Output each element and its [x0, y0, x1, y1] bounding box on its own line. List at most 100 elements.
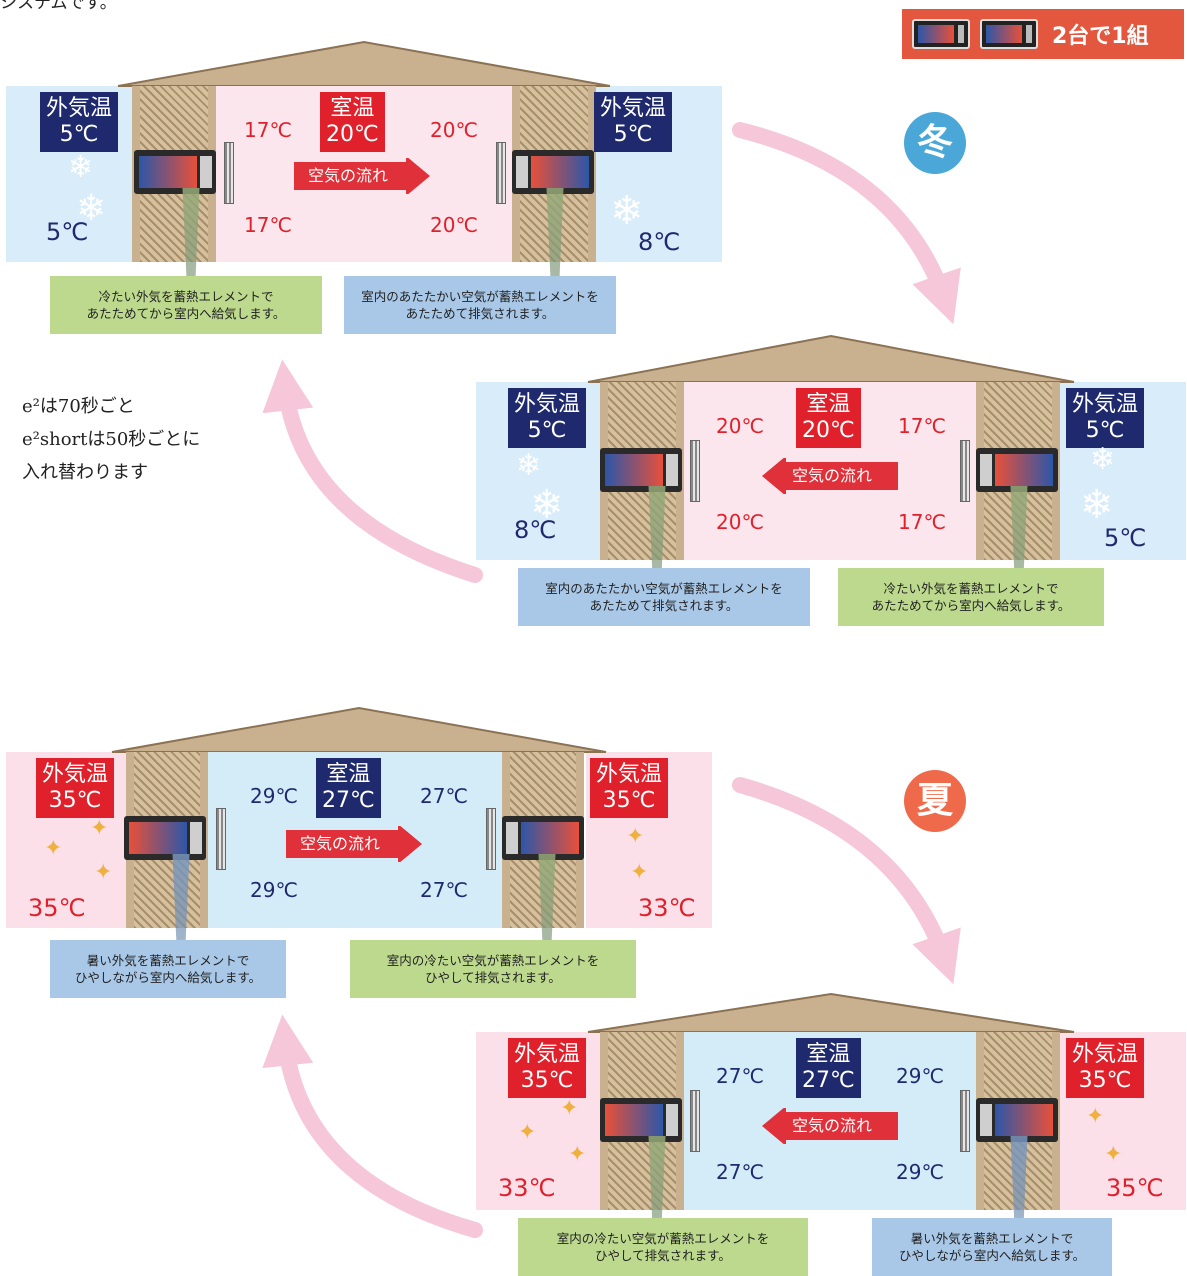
- ventilator-unit: [600, 1098, 682, 1142]
- outside-temp-value: 5℃: [1085, 418, 1125, 443]
- airflow-label: 空気の流れ: [792, 1116, 873, 1135]
- temp-reading: 27℃: [716, 1064, 764, 1088]
- cycle-note: e²は70秒ごと e²shortは50秒ごとに 入れ替わります: [22, 390, 200, 489]
- pair-badge-label: 2台で1組: [1052, 24, 1149, 49]
- snowflake-icon: ❄: [516, 448, 542, 483]
- room-temp-value: 20℃: [326, 122, 379, 147]
- description-box: 室内の冷たい空気が蓄熱エレメントをひやして排気されます。: [350, 940, 636, 998]
- airflow-label: 空気の流れ: [300, 834, 381, 853]
- sparkle-icon: ✦: [94, 860, 113, 885]
- vent-grille: [690, 440, 700, 502]
- temp-reading: 5℃: [46, 218, 89, 246]
- outside-temp-value: 35℃: [1078, 1068, 1132, 1093]
- temp-reading: 17℃: [898, 414, 946, 438]
- snowflake-icon: ❄: [68, 150, 94, 185]
- ventilator-unit-icon: [912, 19, 970, 49]
- cycle-note-line: 入れ替わります: [22, 462, 148, 483]
- roof: [111, 706, 607, 753]
- outside-temp-value: 35℃: [48, 788, 102, 813]
- temp-reading: 35℃: [1106, 1174, 1164, 1202]
- ventilator-unit: [124, 816, 206, 860]
- temp-reading: 33℃: [498, 1174, 556, 1202]
- temp-reading: 17℃: [244, 118, 292, 142]
- cycle-arrow: [732, 777, 961, 985]
- description-box: 室内のあたたかい空気が蓄熱エレメントをあたためて排気されます。: [518, 568, 810, 626]
- cycle-note-line: e²shortは50秒ごとに: [22, 429, 201, 450]
- description-box: 室内のあたたかい空気が蓄熱エレメントをあたためて排気されます。: [344, 276, 616, 334]
- temp-reading: 20℃: [430, 213, 478, 237]
- ventilator-unit: [502, 816, 584, 860]
- pair-badge: 2台で1組: [902, 9, 1184, 59]
- temp-reading: 33℃: [638, 894, 696, 922]
- airflow-label: 空気の流れ: [792, 466, 873, 485]
- sparkle-icon: ✦: [518, 1120, 537, 1145]
- sparkle-icon: ✦: [568, 1142, 587, 1167]
- room-temp-value: 27℃: [322, 788, 375, 813]
- description-box: 暑い外気を蓄熱エレメントでひやしながら室内へ給気します。: [872, 1218, 1112, 1276]
- vent-grille: [960, 1090, 970, 1152]
- vent-grille: [960, 440, 970, 502]
- temp-reading: 20℃: [430, 118, 478, 142]
- cycle-note-line: e²は70秒ごと: [22, 396, 135, 417]
- temp-reading: 35℃: [28, 894, 86, 922]
- airflow-arrow: 空気の流れ: [294, 158, 430, 194]
- ventilator-unit: [976, 448, 1058, 492]
- temp-reading: 29℃: [896, 1160, 944, 1184]
- vent-grille: [216, 808, 226, 870]
- snowflake-icon: ❄: [1090, 442, 1116, 477]
- sparkle-icon: ✦: [44, 836, 63, 861]
- winter-badge: 冬: [904, 112, 966, 174]
- temp-reading: 27℃: [420, 878, 468, 902]
- temp-reading: 17℃: [898, 510, 946, 534]
- ventilator-unit: [600, 448, 682, 492]
- temp-reading: 8℃: [514, 516, 557, 544]
- temp-reading: 29℃: [250, 878, 298, 902]
- airflow-arrow: 空気の流れ: [286, 826, 422, 862]
- outside-temp-value: 5℃: [527, 418, 567, 443]
- airflow-pointer: [182, 188, 200, 303]
- sparkle-icon: ✦: [626, 824, 645, 849]
- sparkle-icon: ✦: [560, 1096, 579, 1121]
- cycle-arrow: [732, 122, 961, 325]
- snowflake-icon: ❄: [530, 482, 564, 528]
- outside-temp-value: 35℃: [520, 1068, 574, 1093]
- airflow-label: 空気の流れ: [308, 166, 389, 185]
- temp-reading: 20℃: [716, 414, 764, 438]
- cycle-arrow: [262, 359, 483, 583]
- description-box: 暑い外気を蓄熱エレメントでひやしながら室内へ給気します。: [50, 940, 286, 998]
- outside-temp-value: 5℃: [613, 122, 653, 147]
- summer-badge: 夏: [904, 770, 966, 832]
- snowflake-icon: ❄: [76, 188, 107, 229]
- description-box: 冷たい外気を蓄熱エレメントであたためてから室内へ給気します。: [50, 276, 322, 334]
- vent-grille: [486, 808, 496, 870]
- vent-grille: [496, 142, 506, 204]
- ventilator-unit-icon: [980, 19, 1038, 49]
- room-temp-value: 20℃: [802, 418, 855, 443]
- outside-temp-value: 35℃: [602, 788, 656, 813]
- airflow-arrow: 空気の流れ: [762, 458, 898, 494]
- sparkle-icon: ✦: [630, 860, 649, 885]
- sparkle-icon: ✦: [90, 816, 109, 841]
- temp-reading: 27℃: [420, 784, 468, 808]
- ventilator-unit: [134, 150, 216, 194]
- cycle-arrow: [262, 1014, 483, 1238]
- description-box: 冷たい外気を蓄熱エレメントであたためてから室内へ給気します。: [838, 568, 1104, 626]
- outside-temp-value: 5℃: [59, 122, 99, 147]
- sparkle-icon: ✦: [1104, 1142, 1123, 1167]
- snowflake-icon: ❄: [1080, 482, 1114, 528]
- temp-reading: 20℃: [716, 510, 764, 534]
- sparkle-icon: ✦: [1086, 1104, 1105, 1129]
